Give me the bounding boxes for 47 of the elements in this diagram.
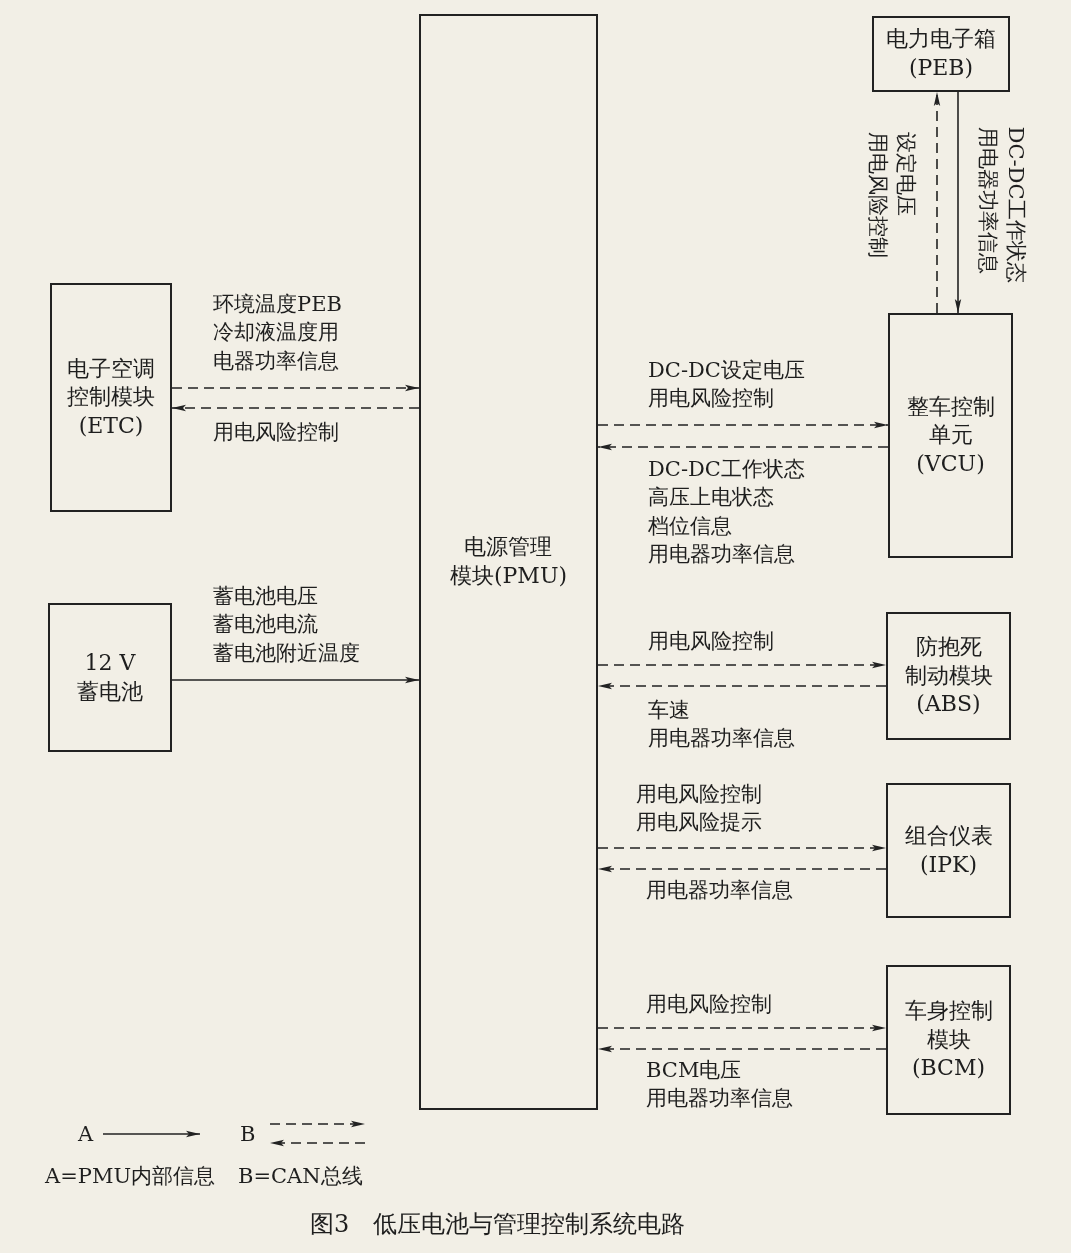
module-label: 12 V蓄电池 [77, 648, 143, 706]
module-label: 组合仪表(IPK) [904, 821, 993, 879]
edge-label: 用电风险控制 [646, 991, 772, 1018]
edge-label: 用电风险控制用电风险提示 [636, 781, 762, 837]
edge-label: 设定电压用电风险控制 [865, 132, 920, 258]
module-label: 电源管理模块(PMU) [449, 533, 567, 590]
module-box [886, 612, 1011, 740]
signal-arrow [597, 443, 889, 451]
signal-arrow [597, 682, 887, 690]
module-label: 电力电子箱(PEB) [886, 25, 996, 82]
legend-text: B=CAN总线 [238, 1163, 363, 1190]
edge-label: 用电器功率信息 [646, 877, 793, 904]
edge-label: DC-DC工作状态高压上电状态档位信息用电器功率信息 [648, 456, 805, 569]
signal-arrow [597, 844, 887, 852]
signal-arrow [597, 661, 887, 669]
module-label: 防抱死制动模块(ABS) [904, 633, 993, 719]
signal-arrow [597, 1045, 887, 1053]
legend-key-letter: A [78, 1122, 94, 1146]
module-box [886, 965, 1011, 1115]
module-label: 整车控制单元(VCU) [906, 392, 995, 478]
edge-label: 用电风险控制 [213, 419, 339, 446]
edge-label: DC-DC工作状态用电器功率信息 [975, 126, 1030, 284]
signal-arrow [597, 1024, 887, 1032]
signal-arrow [933, 91, 941, 314]
edge-label: DC-DC设定电压用电风险控制 [648, 357, 805, 413]
module-box [872, 16, 1010, 92]
signal-arrow [171, 384, 420, 392]
module-box [48, 603, 172, 752]
module-box [50, 283, 172, 512]
module-label: 电子空调控制模块(ETC) [67, 354, 155, 440]
signal-arrow [171, 404, 420, 412]
edge-label: 用电风险控制 [648, 628, 774, 655]
module-label: 车身控制模块(BCM) [904, 997, 993, 1083]
legend-key-letter: B [240, 1122, 256, 1146]
edge-label: 环境温度PEB冷却液温度用电器功率信息 [213, 291, 342, 375]
signal-arrow [171, 676, 420, 684]
edge-label: 车速用电器功率信息 [648, 697, 795, 753]
module-box [888, 313, 1013, 558]
signal-arrow [597, 865, 887, 873]
figure-caption: 图3 低压电池与管理控制系统电路 [310, 1209, 686, 1240]
module-box [419, 14, 598, 1110]
signal-arrow [954, 91, 962, 314]
edge-label: 蓄电池电压蓄电池电流蓄电池附近温度 [213, 583, 360, 667]
edge-label: BCM电压用电器功率信息 [646, 1057, 793, 1113]
legend-text: A=PMU内部信息 [45, 1163, 216, 1190]
signal-arrow [597, 421, 889, 429]
module-box [886, 783, 1011, 918]
